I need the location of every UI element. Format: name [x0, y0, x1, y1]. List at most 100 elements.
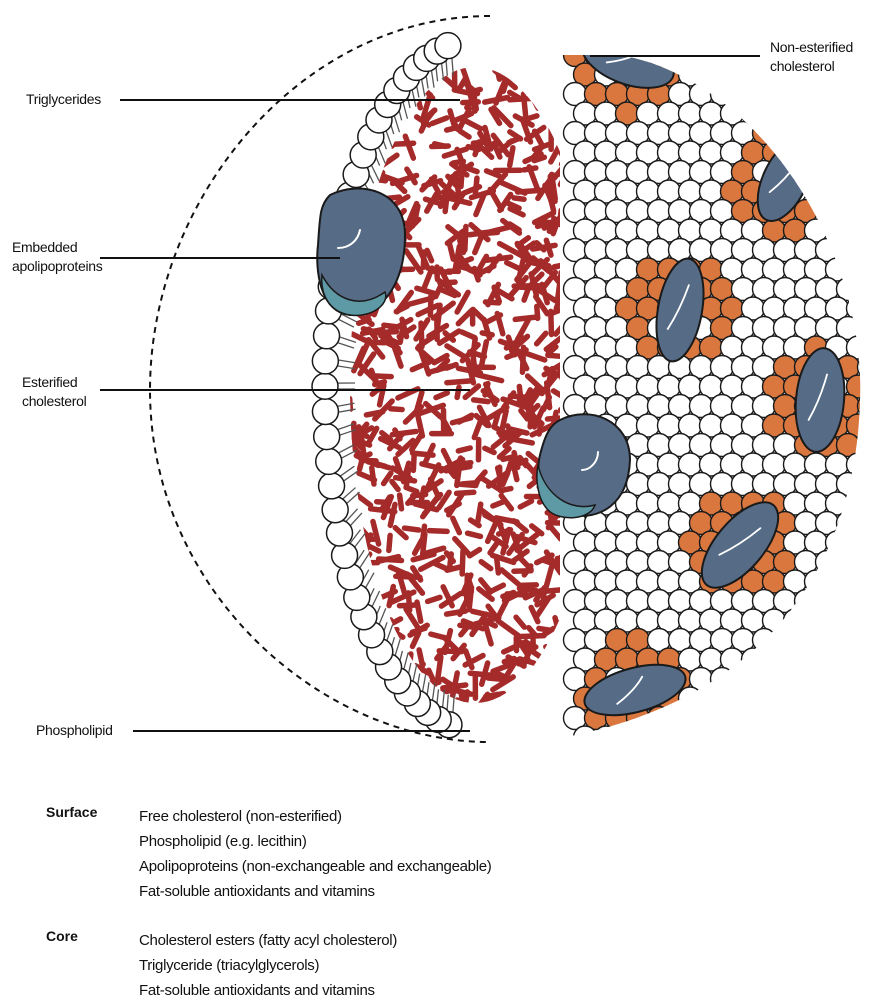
lipid-rod — [429, 691, 450, 695]
phospholipid-head — [795, 668, 818, 691]
free-cholesterol — [858, 395, 874, 418]
phospholipid-head — [837, 629, 860, 652]
lipid-rod — [453, 161, 463, 163]
lipid-rod — [507, 594, 530, 596]
legend-item: Triglyceride (triacylglycerols) — [139, 953, 397, 978]
lipid-rod — [447, 504, 459, 511]
lipid-rod — [469, 588, 471, 610]
label-line: Non-esterified — [770, 38, 853, 57]
phospholipid-head — [753, 707, 776, 730]
lipid-rod — [362, 691, 374, 697]
lipid-rod — [498, 621, 518, 635]
phospholipid-head — [805, 648, 828, 671]
lipid-rod — [368, 696, 371, 717]
lipid-rod — [427, 250, 431, 260]
phospholipid-head — [847, 687, 870, 710]
lipid-rod — [447, 567, 460, 570]
phospholipid-head — [858, 317, 874, 340]
lipid-rod — [424, 268, 432, 289]
lipid-rod — [380, 702, 390, 712]
lipid-rod — [429, 531, 447, 532]
phospholipid-head — [816, 707, 839, 730]
phospholipid-head — [322, 497, 348, 523]
lipid-rod — [552, 64, 554, 89]
free-cholesterol — [669, 707, 692, 730]
phospholipid-head — [826, 141, 849, 164]
lipid-rod — [460, 484, 475, 485]
lipid-rod — [482, 333, 492, 335]
phospholipid-head — [784, 726, 807, 749]
phospholipid-head — [314, 424, 340, 450]
lipid-rod — [344, 679, 358, 697]
lipid-rod — [534, 678, 542, 702]
lipid-rod — [462, 332, 475, 338]
lipid-rod — [465, 386, 478, 397]
phospholipid-head — [435, 33, 461, 59]
lipid-rod — [372, 689, 381, 706]
lipid-rod — [555, 118, 560, 141]
lipid-rod — [436, 393, 447, 398]
phospholipid-head — [316, 448, 342, 474]
lipid-rod — [546, 567, 552, 587]
lipid-rod — [362, 64, 377, 77]
lipid-rod — [520, 636, 544, 637]
lipid-rod — [490, 542, 498, 553]
lipid-rod — [532, 526, 542, 534]
lipid-rod — [553, 224, 556, 233]
phospholipid-head — [732, 83, 755, 106]
lipid-rod — [546, 647, 557, 656]
lipid-rod — [436, 564, 447, 569]
phospholipid-head — [732, 707, 755, 730]
phospholipid-head — [847, 726, 870, 749]
phospholipid-head — [312, 348, 338, 374]
lipid-rod — [461, 692, 464, 708]
lipid-rod — [547, 113, 556, 123]
phospholipid-head — [312, 373, 338, 399]
lipid-rod — [453, 518, 460, 532]
lipid-rod — [478, 504, 481, 521]
lipid-rod — [432, 118, 446, 124]
phospholipid-head — [847, 102, 870, 125]
phospholipid-head — [774, 629, 797, 652]
lipid-rod — [507, 263, 520, 269]
label-line: cholesterol — [22, 392, 86, 411]
phospholipid-head — [847, 141, 870, 164]
phospholipid-head — [858, 44, 874, 67]
lipid-rod — [500, 524, 506, 542]
phospholipid-head — [679, 687, 702, 710]
phospholipid-head — [847, 219, 870, 242]
lipid-rod — [428, 597, 440, 601]
label-line: cholesterol — [770, 57, 853, 76]
lipid-rod — [502, 183, 525, 193]
phospholipid-head — [847, 180, 870, 203]
lipid-rod — [528, 454, 537, 461]
phospholipid-head — [858, 83, 874, 106]
lipid-rod — [392, 482, 398, 490]
lipid-rod — [468, 533, 481, 536]
lipid-rod — [421, 323, 422, 347]
phospholipid-head — [742, 726, 765, 749]
phospholipid-head — [700, 726, 723, 749]
lipid-rod — [363, 330, 383, 334]
lipid-rod — [490, 696, 515, 700]
lipid-rod — [405, 528, 419, 530]
lipid-rod — [450, 244, 454, 259]
phospholipid-head — [742, 648, 765, 671]
phospholipid-head — [858, 551, 874, 574]
phospholipid-head — [742, 687, 765, 710]
phospholipid-head — [858, 161, 874, 184]
phospholipid-head — [847, 258, 870, 281]
lipid-rod — [554, 681, 557, 696]
legend-list-core: Cholesterol esters (fatty acyl cholester… — [139, 928, 397, 1003]
free-cholesterol — [826, 180, 849, 203]
phospholipid-heads — [312, 33, 462, 738]
lipid-rod — [539, 628, 549, 630]
phospholipid-head — [795, 83, 818, 106]
phospholipid-head — [784, 609, 807, 632]
free-cholesterol — [795, 122, 818, 145]
phospholipid-head — [826, 570, 849, 593]
phospholipid-head — [795, 629, 818, 652]
legend-title-core: Core — [46, 928, 78, 944]
phospholipid-head — [847, 570, 870, 593]
lipid-rod — [465, 121, 481, 129]
